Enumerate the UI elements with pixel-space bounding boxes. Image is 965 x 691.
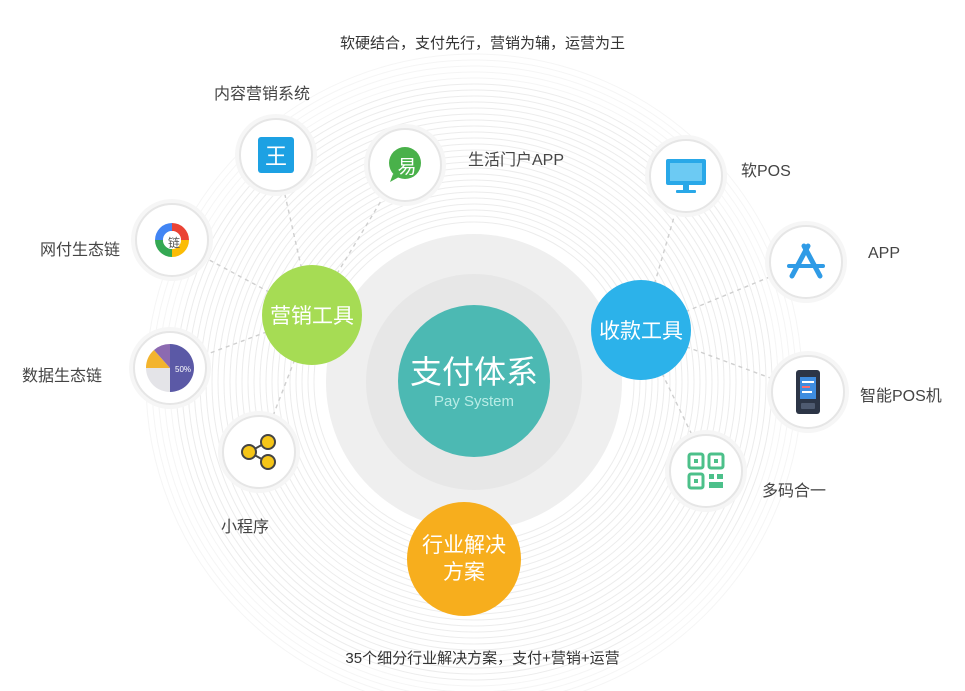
label-net-pay-chain: 网付生态链 xyxy=(40,242,121,259)
qr-code-icon xyxy=(687,452,725,490)
app-store-icon xyxy=(787,243,825,279)
ring xyxy=(217,125,731,639)
label-content-marketing: 内容营销系统 xyxy=(214,86,311,103)
node-soft-pos[interactable] xyxy=(649,139,723,213)
chain-char: 链 xyxy=(167,235,180,250)
node-life-portal[interactable]: 易 xyxy=(368,128,442,202)
wang-app-icon: 王 xyxy=(258,137,294,173)
ring xyxy=(229,137,719,627)
ring xyxy=(205,113,743,651)
node-smart-pos[interactable] xyxy=(771,355,845,429)
center-title: 支付体系 xyxy=(409,353,538,390)
bottom-caption: 35个细分行业解决方案，支付+营销+运营 xyxy=(345,650,620,667)
center-subtitle: Pay System xyxy=(433,392,515,410)
label-app: APP xyxy=(868,245,901,262)
label-life-portal: 生活门户APP xyxy=(468,152,565,169)
hub-industry-solutions[interactable]: 行业解决 方案 xyxy=(407,502,521,616)
hub-marketing-tools[interactable]: 营销工具 xyxy=(262,265,362,365)
hub-marketing-label: 营销工具 xyxy=(270,305,354,328)
connector-app xyxy=(640,261,807,331)
node-net-pay-chain[interactable]: 链 xyxy=(135,203,209,277)
hub-payment-tools[interactable]: 收款工具 xyxy=(591,280,691,380)
hub-payment-label: 收款工具 xyxy=(599,320,683,343)
label-smart-pos: 智能POS机 xyxy=(860,388,942,405)
label-mini-program: 小程序 xyxy=(221,519,270,536)
node-mini-program[interactable] xyxy=(222,415,296,489)
chain-logo-icon xyxy=(155,223,189,257)
hub-industry-line1: 行业解决 xyxy=(422,534,506,557)
ring xyxy=(211,119,737,645)
connector-life xyxy=(311,162,405,316)
node-multi-code[interactable] xyxy=(669,434,743,508)
monitor-icon xyxy=(666,159,706,193)
mini-program-icon xyxy=(241,434,276,470)
pos-terminal-icon xyxy=(796,370,820,414)
label-data-chain: 数据生态链 xyxy=(22,368,103,385)
ring xyxy=(223,131,725,633)
yi-chat-icon xyxy=(389,147,421,182)
node-data-chain[interactable]: 50% xyxy=(133,331,207,405)
yi-char: 易 xyxy=(397,156,417,178)
label-soft-pos: 软POS xyxy=(741,163,791,180)
label-multi-code: 多码合一 xyxy=(762,483,827,500)
node-app[interactable] xyxy=(769,225,843,299)
hub-industry-line2: 方案 xyxy=(443,561,485,584)
center-hub-pay-system[interactable]: 支付体系 Pay System xyxy=(398,305,550,457)
connector-smartpos xyxy=(640,329,809,393)
ring xyxy=(235,143,713,621)
pie-percent: 50% xyxy=(175,365,192,374)
top-caption: 软硬结合，支付先行，营销为辅，运营为王 xyxy=(339,35,625,52)
node-content-marketing[interactable]: 王 xyxy=(239,118,313,192)
pie-chart-icon xyxy=(145,343,194,392)
